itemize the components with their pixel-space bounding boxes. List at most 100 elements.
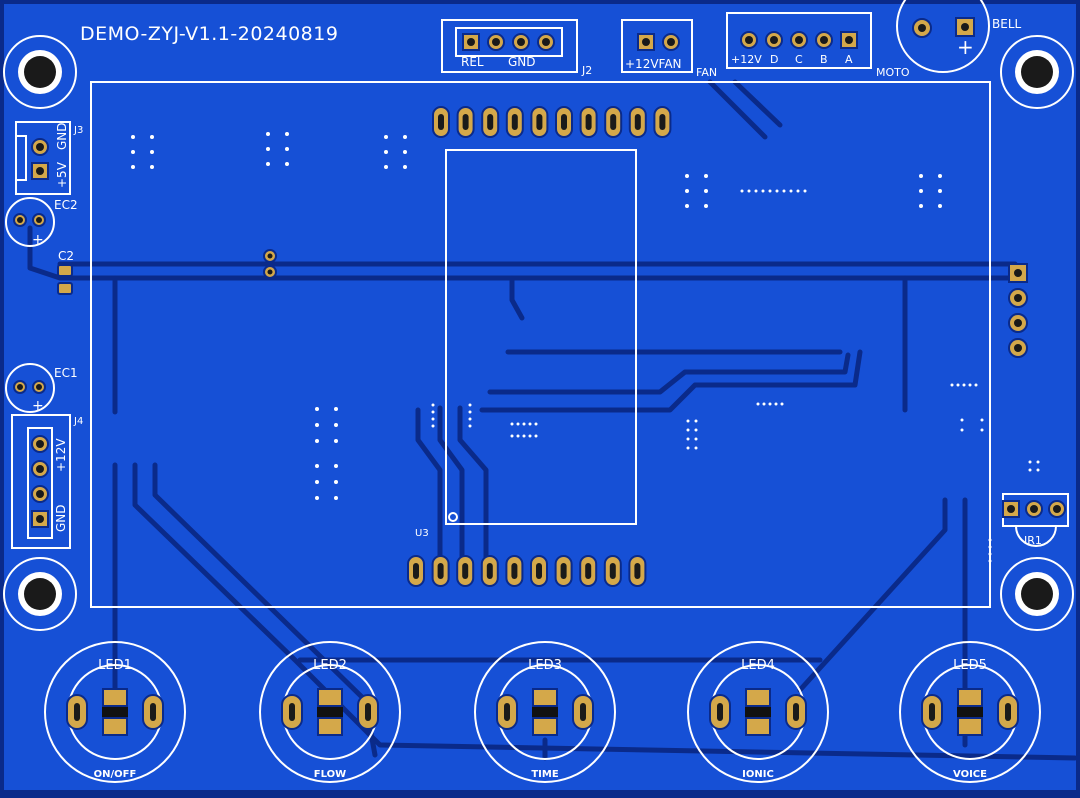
led-ref: LED2 (313, 658, 347, 673)
via (694, 446, 698, 450)
via (468, 424, 472, 428)
led-outer-ring (44, 641, 186, 783)
ec2-plus: + (32, 232, 44, 248)
via (919, 204, 923, 208)
via (754, 189, 758, 193)
via (334, 423, 338, 427)
via (334, 464, 338, 468)
mounting-hole-br (1000, 557, 1074, 631)
u3-pin-bottom (480, 555, 499, 587)
connector-j3: GND +5V J3 (15, 121, 83, 195)
via (315, 496, 319, 500)
via (980, 418, 984, 422)
u3-pin-top (628, 106, 647, 138)
via (431, 403, 435, 407)
via (315, 439, 319, 443)
via (686, 419, 690, 423)
via (315, 480, 319, 484)
j4-label-12v: +12V (54, 438, 68, 472)
via (1028, 460, 1032, 464)
led-outer-ring (687, 641, 829, 783)
moto-pin-c: C (795, 53, 803, 66)
via (988, 545, 992, 549)
led-array: LED1ON/OFFLED2FLOWLED3TIMELED4IONICLED5V… (44, 641, 1041, 783)
via (686, 428, 690, 432)
connector-j2: REL GND J2 (441, 19, 592, 77)
led-outer-ring (899, 641, 1041, 783)
via (685, 204, 689, 208)
j3-ref: J3 (73, 125, 83, 136)
via (988, 552, 992, 556)
via (315, 407, 319, 411)
via (803, 189, 807, 193)
fan-label: +12VFAN (625, 57, 682, 71)
via (522, 422, 526, 426)
j3-label-5v: +5V (55, 161, 69, 188)
via (468, 417, 472, 421)
capacitor-ec1: + EC1 (5, 363, 78, 414)
moto-ref: MOTO (876, 66, 910, 79)
via (774, 402, 778, 406)
via (685, 174, 689, 178)
u3-pin-bottom (431, 555, 450, 587)
u3-top-pads (432, 106, 672, 138)
u3-ref: U3 (415, 528, 429, 539)
trace-u3-b (437, 405, 465, 575)
trace-u3-a (415, 407, 443, 575)
ec1-ref: EC1 (54, 366, 78, 380)
via (686, 446, 690, 450)
u3-pin-top (505, 106, 524, 138)
u3-pin-bottom (530, 555, 548, 587)
u3-pin-top (555, 106, 573, 138)
board-title: DEMO-ZYJ-V1.1-20240819 (80, 23, 338, 45)
u3-pin-bottom (603, 555, 622, 587)
trace-sig-3 (479, 349, 863, 413)
via (315, 423, 319, 427)
via (768, 189, 772, 193)
led-ref: LED3 (528, 658, 562, 673)
via (534, 422, 538, 426)
via (980, 428, 984, 432)
trace-moto (732, 79, 783, 128)
led-outer-ring (474, 641, 616, 783)
via (150, 165, 154, 169)
via (528, 434, 532, 438)
u3-pin-top (653, 106, 672, 138)
mounting-hole-tr (1000, 35, 1074, 109)
u3-outline (445, 149, 637, 525)
via (403, 165, 407, 169)
bell-ref: BELL (992, 17, 1022, 31)
via (782, 189, 786, 193)
led-ref: LED1 (98, 658, 132, 673)
led-ref: LED5 (953, 658, 987, 673)
via (747, 189, 751, 193)
mounting-holes (3, 35, 1074, 631)
via-pair (263, 249, 277, 279)
via (685, 189, 689, 193)
u3-pin-top (456, 106, 475, 138)
via (704, 189, 708, 193)
connector-moto: +12V D C B A MOTO (726, 12, 910, 79)
via (403, 135, 407, 139)
moto-pin-12v: +12V (731, 53, 762, 66)
ec2-ref: EC2 (54, 198, 78, 212)
via (761, 189, 765, 193)
via (431, 410, 435, 414)
via (919, 174, 923, 178)
moto-pin-b: B (820, 53, 828, 66)
u3-pin-top (481, 106, 500, 138)
via (431, 417, 435, 421)
via (334, 407, 338, 411)
mounting-hole-bl (3, 557, 77, 631)
lcd-outline (90, 81, 991, 608)
bell-plus: + (957, 35, 974, 59)
via (1036, 468, 1040, 472)
connector-j4: +12V GND J4 (11, 414, 83, 549)
via (334, 439, 338, 443)
u3-pin-top (579, 106, 598, 138)
